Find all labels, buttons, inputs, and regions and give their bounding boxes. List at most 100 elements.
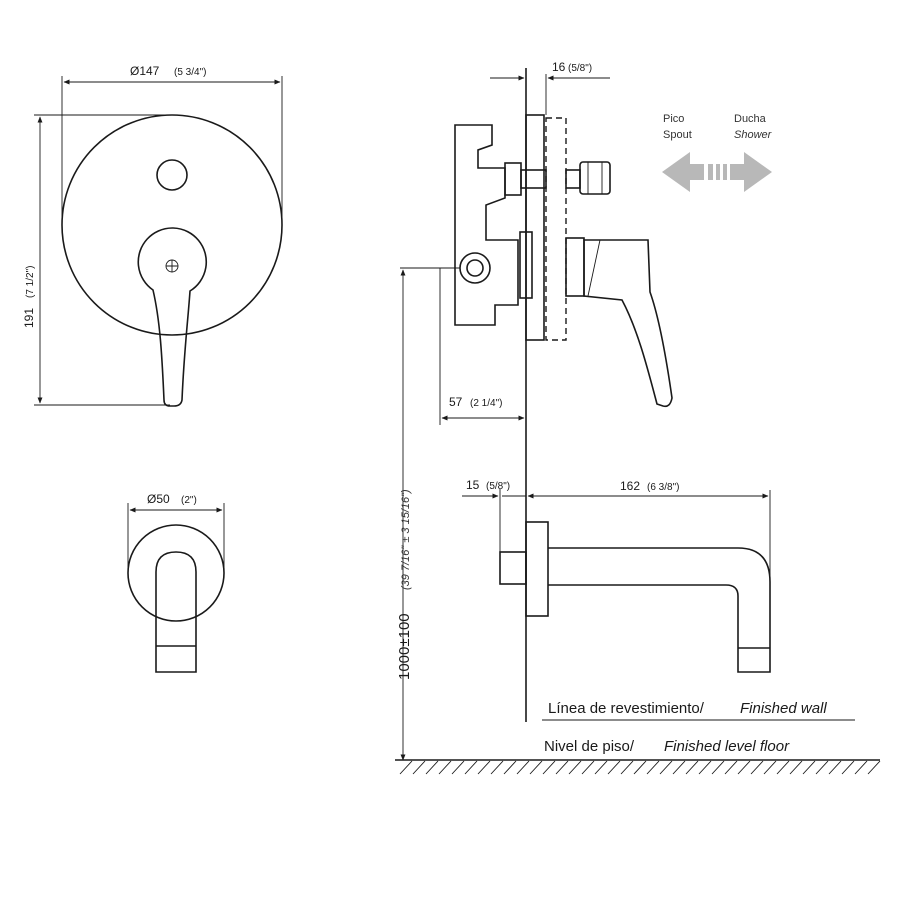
dim-plate-diameter: Ø147 (5 3/4") — [61, 64, 283, 226]
body-offset-text: 57 — [449, 395, 463, 409]
wall-label-en: Finished wall — [740, 700, 827, 717]
rosette-diameter-in-text: (2") — [181, 495, 197, 506]
floor-label: Nivel de piso/ Finished level floor — [544, 738, 790, 755]
floor-hatch-line — [438, 760, 452, 775]
dim-height-floor: 1000±100 (39 7/16" ± 3 15/16") — [396, 267, 460, 761]
cartridge-collar — [519, 231, 533, 299]
body-depth-text: 16 — [552, 60, 566, 74]
floor-hatch-line — [594, 760, 608, 775]
handle-screw-cross — [166, 260, 178, 272]
floor-hatch-line — [776, 760, 790, 775]
front-view-plate — [61, 114, 283, 407]
floor-hatch-line — [750, 760, 764, 775]
lever-handle — [137, 227, 208, 407]
dim-spout-base: 15 (5/8") — [462, 478, 526, 552]
plate-diameter-in-text: (5 3/4") — [174, 67, 206, 78]
spout-base-in-text: (5/8") — [486, 481, 510, 492]
floor-hatch-line — [737, 760, 751, 775]
floor-hatch-line — [841, 760, 855, 775]
floor-hatch-line — [646, 760, 660, 775]
diverter-knob-side — [579, 161, 611, 195]
lever-side — [519, 231, 673, 408]
handle-hub — [565, 237, 585, 297]
inlet-outer — [459, 252, 491, 284]
body-offset-in-text: (2 1/4") — [470, 398, 502, 409]
floor-hatch-line — [789, 760, 803, 775]
floor-hatch-line — [711, 760, 725, 775]
floor-label-es: Nivel de piso/ — [544, 738, 635, 755]
height-floor-in-text: (39 7/16" ± 3 15/16") — [400, 489, 412, 590]
label-pico: Pico — [663, 113, 684, 125]
rosette-diameter-text: Ø50 — [147, 492, 170, 506]
floor-hatch-line — [568, 760, 582, 775]
floor-hatch-line — [672, 760, 686, 775]
floor-hatch-line — [607, 760, 621, 775]
label-spout: Spout — [663, 129, 692, 141]
wall-label-es: Línea de revestimiento/ — [548, 700, 705, 717]
dim-plate-height: 191 (7 1/2") — [22, 114, 172, 406]
floor-hatch-line — [763, 760, 777, 775]
valve-body-outline — [454, 124, 519, 326]
floor-hatch-line — [581, 760, 595, 775]
floor-hatch-line — [854, 760, 868, 775]
floor-line — [395, 759, 881, 775]
body-depth-in-text: (5/8") — [568, 63, 592, 74]
plate-outline — [61, 114, 283, 336]
floor-hatch-line — [620, 760, 634, 775]
floor-hatch-line — [685, 760, 699, 775]
plate-side — [525, 114, 567, 341]
front-view-spout — [127, 524, 225, 673]
floor-hatch-line — [802, 760, 816, 775]
arrow-left-icon — [662, 152, 704, 192]
floor-hatch-line — [490, 760, 504, 775]
floor-hatch-line — [399, 760, 413, 775]
spout-length-in-text: (6 3/8") — [647, 482, 679, 493]
floor-hatch-line — [555, 760, 569, 775]
diverter-arrows: Pico Spout Ducha Shower — [662, 113, 773, 192]
plate-side-outline — [525, 114, 545, 341]
floor-hatch-line — [477, 760, 491, 775]
floor-hatch-line — [464, 760, 478, 775]
floor-hatch-line — [659, 760, 673, 775]
floor-hatch-line — [451, 760, 465, 775]
spout-rosette-side — [525, 521, 549, 617]
diverter-stem-mid — [520, 169, 547, 189]
label-ducha: Ducha — [734, 113, 767, 125]
inlet-inner — [466, 259, 484, 277]
floor-hatch-line — [516, 760, 530, 775]
floor-hatch-line — [503, 760, 517, 775]
label-shower: Shower — [734, 129, 773, 141]
plate-trim-dashed — [545, 117, 567, 341]
valve-body-side — [454, 124, 611, 326]
arrow-right-icon — [730, 152, 772, 192]
spout-side-outline — [548, 547, 771, 673]
floor-hatch-line — [724, 760, 738, 775]
lever-side-outline — [583, 239, 673, 408]
floor-label-en: Finished level floor — [664, 738, 790, 755]
floor-hatch-line — [529, 760, 543, 775]
wall-label: Línea de revestimiento/ Finished wall — [542, 700, 855, 721]
diverter-stem-right — [565, 169, 581, 189]
floor-hatch-line — [698, 760, 712, 775]
spout-body-front — [155, 551, 197, 673]
floor-hatch-line — [867, 760, 881, 775]
floor-hatch-line — [412, 760, 426, 775]
diverter-stem-left — [504, 162, 522, 196]
plate-diameter-text: Ø147 — [130, 64, 160, 78]
plate-height-text: 191 — [22, 308, 36, 328]
spout-base-text: 15 — [466, 478, 480, 492]
floor-hatch-line — [425, 760, 439, 775]
diverter-knob — [156, 159, 188, 191]
dim-spout-length: 162 (6 3/8") — [527, 479, 771, 580]
dim-body-depth: 16 (5/8") — [490, 60, 610, 115]
floor-hatch-line — [828, 760, 842, 775]
rosette-outline — [127, 524, 225, 622]
plate-height-in-text: (7 1/2") — [25, 266, 36, 298]
spout-side — [499, 521, 771, 673]
floor-hatch-line — [633, 760, 647, 775]
floor-hatch-line — [542, 760, 556, 775]
spout-connector — [499, 551, 527, 585]
dim-rosette-diameter: Ø50 (2") — [127, 492, 225, 570]
